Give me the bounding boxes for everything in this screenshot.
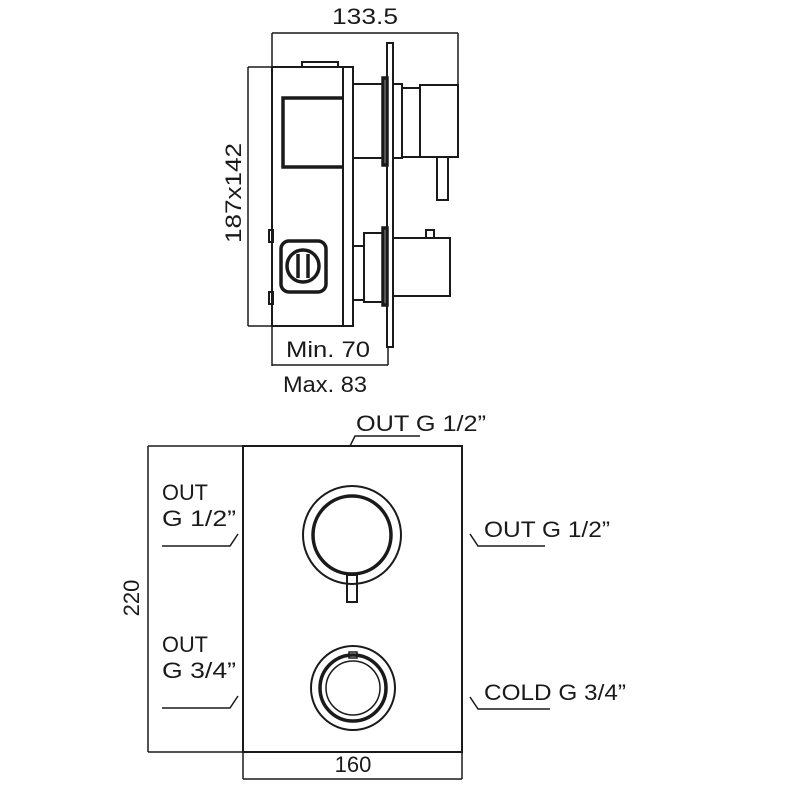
cover-plate-front — [242, 445, 463, 753]
side-view: 133.5 187x142 Min. 70 Max. 83 — [221, 4, 459, 397]
upper-collar — [401, 87, 421, 158]
thermostat-knob-inner — [325, 660, 381, 716]
lower-valve-body — [363, 232, 384, 303]
label-top-outlet: OUT G 1/2” — [356, 411, 486, 436]
label-right-lower: COLD G 3/4” — [484, 680, 626, 705]
leader-left-upper — [162, 533, 239, 547]
dimension-220: 220 — [119, 580, 144, 617]
upper-collar — [392, 83, 403, 159]
box-window — [281, 96, 342, 169]
lower-handle-nub — [425, 229, 435, 239]
leader-right-lower — [469, 696, 550, 710]
leader-left-lower — [162, 695, 239, 709]
diverter-handle — [311, 494, 393, 576]
lower-handle — [392, 237, 451, 297]
box-lug — [268, 229, 274, 243]
leader-top — [349, 435, 420, 447]
dimension-min-70: Min. 70 — [286, 337, 370, 362]
cover-plate — [386, 42, 394, 348]
label-right-upper: OUT G 1/2” — [484, 517, 610, 542]
label-left-lower-size: G 3/4” — [162, 658, 236, 683]
front-view: 220 160 OUT G 1/2” OUT G 1/2” OUT G 3/4”… — [119, 411, 626, 780]
lower-valve-stub — [352, 245, 365, 301]
thermostat-marker — [348, 651, 358, 659]
upper-lever — [436, 156, 449, 201]
label-left-upper-out: OUT — [162, 480, 208, 505]
leader-right-upper — [469, 533, 545, 547]
upper-flange — [381, 76, 389, 167]
label-left-upper-size: G 1/2” — [162, 506, 236, 531]
diverter-rosette — [302, 485, 402, 585]
box-top-cap — [301, 61, 339, 68]
dimension-133-5: 133.5 — [332, 4, 398, 29]
diverter-lever — [346, 574, 358, 603]
dimension-160: 160 — [335, 752, 372, 777]
knob-icon — [285, 248, 321, 284]
upper-valve-body — [352, 83, 384, 159]
label-left-lower-out: OUT — [162, 632, 208, 657]
thermostat-knob — [318, 653, 388, 723]
upper-handle — [419, 84, 459, 158]
box-lug — [268, 291, 274, 305]
dimension-187x142: 187x142 — [221, 143, 246, 243]
dimension-max-83: Max. 83 — [283, 372, 367, 397]
lower-flange — [381, 226, 389, 307]
thermostat-rosette — [310, 645, 396, 731]
knob-housing — [279, 239, 328, 294]
